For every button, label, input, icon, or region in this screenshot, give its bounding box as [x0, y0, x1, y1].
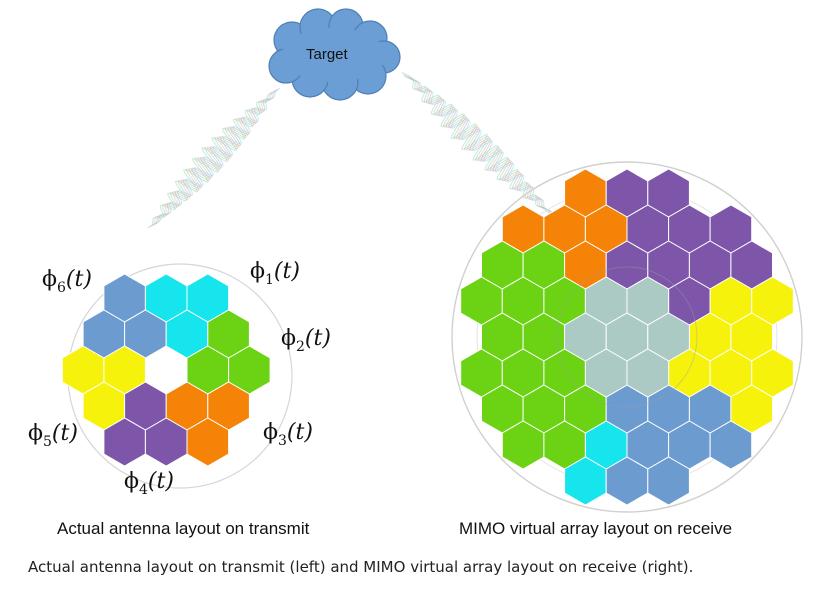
receive-element-phi6 — [709, 420, 753, 470]
channel-label-phi4: ϕ4(t) — [124, 469, 174, 498]
transmit-array — [61, 273, 271, 467]
channel-label-phi6: ϕ6(t) — [42, 267, 92, 296]
receive-wave — [403, 72, 550, 214]
channel-label-phi3: ϕ3(t) — [263, 420, 313, 449]
receive-element-phi6 — [647, 456, 690, 506]
transmit-caption: Actual antenna layout on transmit — [57, 519, 310, 538]
receive-array — [460, 168, 794, 506]
transmit-wave — [155, 87, 281, 225]
receive-wave — [401, 71, 548, 213]
channel-label-phi1: ϕ1(t) — [250, 259, 300, 288]
channel-label-phi2: ϕ2(t) — [281, 326, 331, 355]
receive-wave — [405, 73, 552, 215]
target-cloud: Target — [268, 8, 401, 101]
transmit-element-phi3 — [186, 417, 230, 467]
receive-center-element — [626, 348, 670, 398]
channel-label-phi5: ϕ5(t) — [28, 421, 78, 450]
figure-caption: Actual antenna layout on transmit (left)… — [28, 558, 694, 576]
transmit-wave — [151, 89, 277, 227]
receive-wave — [407, 74, 554, 216]
transmit-wave — [153, 88, 279, 226]
receive-array-center-ring — [556, 266, 698, 408]
target-label: Target — [306, 46, 349, 63]
receive-array-boundary — [451, 161, 803, 513]
receive-caption: MIMO virtual array layout on receive — [459, 519, 733, 538]
